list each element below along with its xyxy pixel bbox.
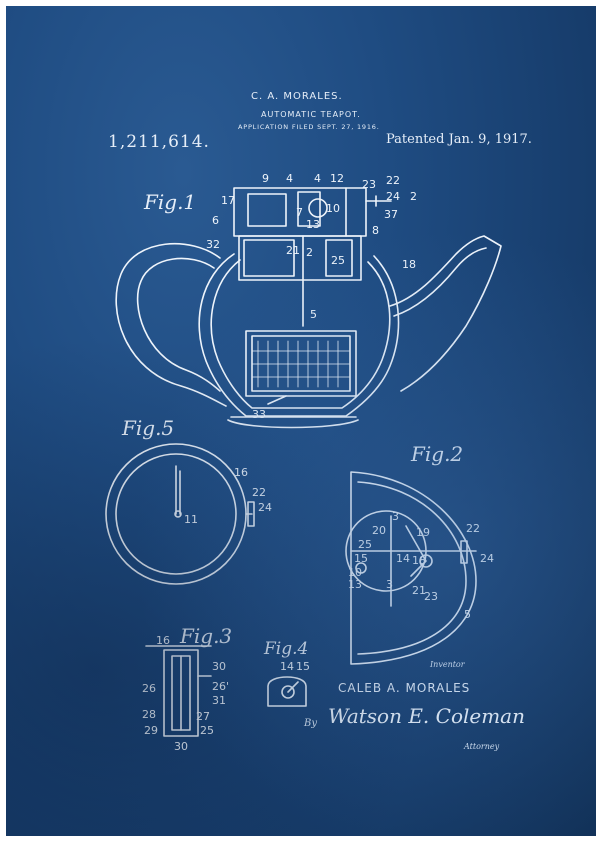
fig1-ref: 8 bbox=[372, 224, 379, 237]
fig1-ref: 4 bbox=[314, 172, 321, 185]
fig4-label: Fig.4 bbox=[264, 639, 309, 659]
blueprint-sheet: C. A. MORALES. AUTOMATIC TEAPOT. APPLICA… bbox=[6, 6, 596, 836]
fig1-ref: 6 bbox=[212, 214, 219, 227]
fig3-label: Fig.3 bbox=[180, 624, 233, 648]
fig1-ref: 12 bbox=[330, 172, 344, 185]
inventor-name: CALEB A. MORALES bbox=[338, 681, 471, 695]
attorney-signature: Watson E. Coleman bbox=[328, 704, 525, 728]
fig1-ref: 33 bbox=[252, 408, 266, 421]
fig2-label: Fig.2 bbox=[411, 442, 464, 466]
fig3-ref: 28 bbox=[142, 708, 156, 721]
fig2-ref: 3 bbox=[392, 510, 399, 523]
inventor-label: Inventor bbox=[430, 660, 465, 669]
fig1-ref: 37 bbox=[384, 208, 398, 221]
teapot-body bbox=[198, 253, 400, 417]
fig2-ref: 13 bbox=[348, 578, 362, 591]
teapot-handle bbox=[115, 242, 227, 407]
fig1-label: Fig.1 bbox=[144, 190, 197, 214]
fig4-ref: 15 bbox=[296, 660, 310, 673]
fig2-ref: 18 bbox=[412, 554, 426, 567]
fig1-ref: 18 bbox=[402, 258, 416, 271]
infuser-basket bbox=[245, 330, 357, 397]
fig2-ref: 3 bbox=[386, 578, 393, 591]
fig1-ref: 4 bbox=[286, 172, 293, 185]
patent-date: Patented Jan. 9, 1917. bbox=[386, 132, 532, 147]
fig3-ref: 30 bbox=[174, 740, 188, 753]
fig2-ref: 5 bbox=[464, 608, 471, 621]
fig1-ref: 13 bbox=[306, 218, 320, 231]
fig5-ref: 11 bbox=[184, 513, 198, 526]
fig1-ref: 5 bbox=[310, 308, 317, 321]
fig3-ref: 25 bbox=[200, 724, 214, 737]
fig3-ref: 30 bbox=[212, 660, 226, 673]
patent-number: 1,211,614. bbox=[108, 132, 210, 152]
fig3-ref: 27 bbox=[196, 710, 210, 723]
fig1-ref: 17 bbox=[221, 194, 235, 207]
fig5-ref: 16 bbox=[234, 466, 248, 479]
fig1-ref: 32 bbox=[206, 238, 220, 251]
fig1-ref: 25 bbox=[331, 254, 345, 267]
fig1-ref: 22 bbox=[386, 174, 400, 187]
fig1-ref: 23 bbox=[362, 178, 376, 191]
fig3-ref: 26' bbox=[212, 680, 229, 693]
fig3-ref: 16 bbox=[156, 634, 170, 647]
fig2-ref: 24 bbox=[480, 552, 494, 565]
fig2-ref: 15 bbox=[354, 552, 368, 565]
fig2-ref: 20 bbox=[372, 524, 386, 537]
fig3-ref: 31 bbox=[212, 694, 226, 707]
attorney-label: Attorney bbox=[464, 742, 500, 751]
section-figure bbox=[345, 471, 477, 665]
fig5-ref: 22 bbox=[252, 486, 266, 499]
detail-figure-3 bbox=[145, 645, 212, 737]
fig1-ref: 7 bbox=[296, 206, 303, 219]
fig3-ref: 26 bbox=[142, 682, 156, 695]
filing-date: APPLICATION FILED SEPT. 27, 1916. bbox=[238, 123, 380, 131]
fig2-ref: 23 bbox=[424, 590, 438, 603]
fig5-label: Fig.5 bbox=[122, 416, 175, 440]
fig2-ref: 25 bbox=[358, 538, 372, 551]
fig1-ref: 21 bbox=[286, 244, 300, 257]
fig1-ref: 2 bbox=[410, 190, 417, 203]
teapot-figure bbox=[115, 187, 502, 429]
patent-title: AUTOMATIC TEAPOT. bbox=[261, 110, 361, 119]
fig2-ref: 21 bbox=[412, 584, 426, 597]
fig4-ref: 14 bbox=[280, 660, 294, 673]
fig2-ref: 14 bbox=[396, 552, 410, 565]
fig2-ref: 10 bbox=[348, 566, 362, 579]
by-label: By bbox=[304, 718, 317, 729]
fig1-ref: 10 bbox=[326, 202, 340, 215]
fig1-ref: 2 bbox=[306, 246, 313, 259]
fig2-ref: 19 bbox=[416, 526, 430, 539]
clock-face-figure bbox=[105, 443, 255, 585]
fig1-ref: 9 bbox=[262, 172, 269, 185]
inventor-header: C. A. MORALES. bbox=[251, 91, 343, 102]
fig2-ref: 22 bbox=[466, 522, 480, 535]
teapot-spout bbox=[389, 235, 502, 392]
fig1-ref: 24 bbox=[386, 190, 400, 203]
fig5-ref: 24 bbox=[258, 501, 272, 514]
fig3-ref: 29 bbox=[144, 724, 158, 737]
reference-numerals: 9 4 4 12 23 22 24 2 17 6 7 13 10 37 8 21… bbox=[142, 172, 494, 753]
patent-drawing: 9 4 4 12 23 22 24 2 17 6 7 13 10 37 8 21… bbox=[105, 172, 502, 753]
detail-figure-4 bbox=[267, 676, 307, 707]
